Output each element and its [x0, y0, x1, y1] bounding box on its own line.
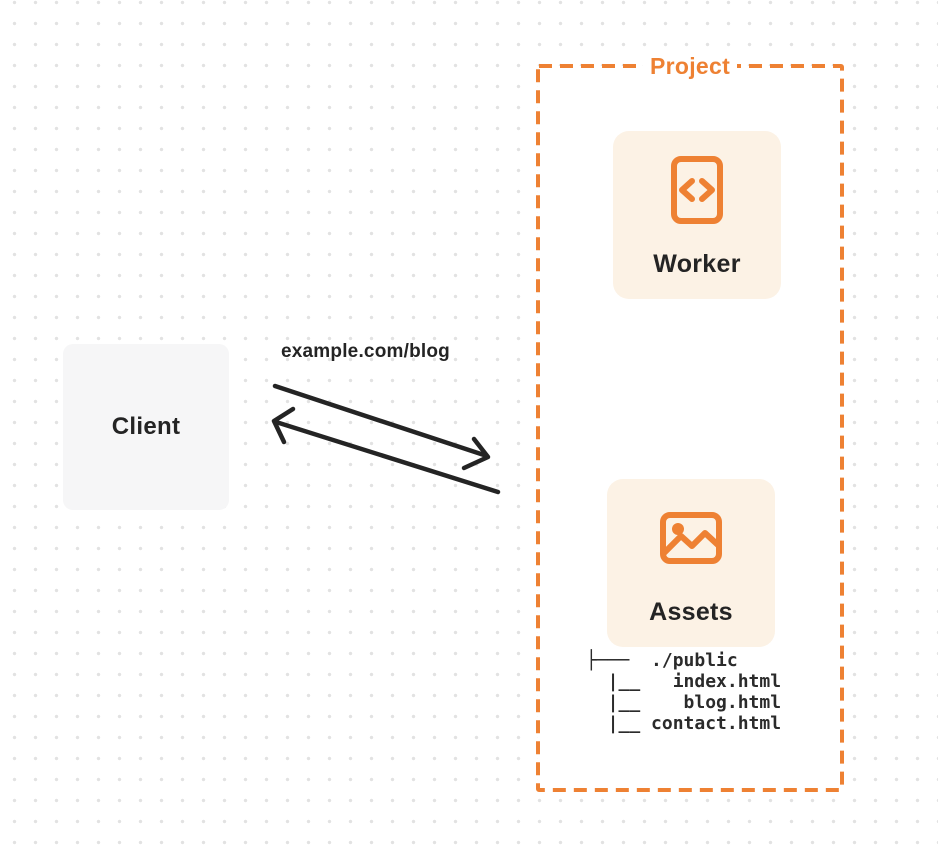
assets-card: Assets [607, 479, 775, 647]
client-box: Client [63, 344, 229, 510]
code-file-icon [671, 156, 723, 224]
file-tree: ├─── ./public |__ index.html |__ blog.ht… [586, 650, 781, 734]
tree-line-blog: |__ blog.html [586, 692, 782, 713]
request-arrow [272, 383, 490, 459]
client-label: Client [111, 413, 181, 440]
worker-label: Worker [653, 250, 741, 278]
project-label-wrap: Project [536, 51, 844, 81]
request-arrowhead-icon [461, 436, 491, 471]
tree-line-index: |__ index.html [586, 671, 782, 692]
request-url-label: example.com/blog [281, 341, 450, 362]
worker-card: Worker [613, 131, 781, 299]
worker-icon-wrap [671, 131, 723, 249]
response-arrow [273, 419, 501, 495]
image-icon [660, 512, 722, 564]
assets-label: Assets [649, 598, 733, 626]
assets-icon-wrap [660, 479, 722, 597]
project-label: Project [642, 51, 738, 81]
response-arrowhead-icon [271, 406, 296, 445]
tree-line-public: ├─── ./public [586, 650, 738, 671]
tree-line-contact: |__ contact.html [586, 713, 782, 734]
